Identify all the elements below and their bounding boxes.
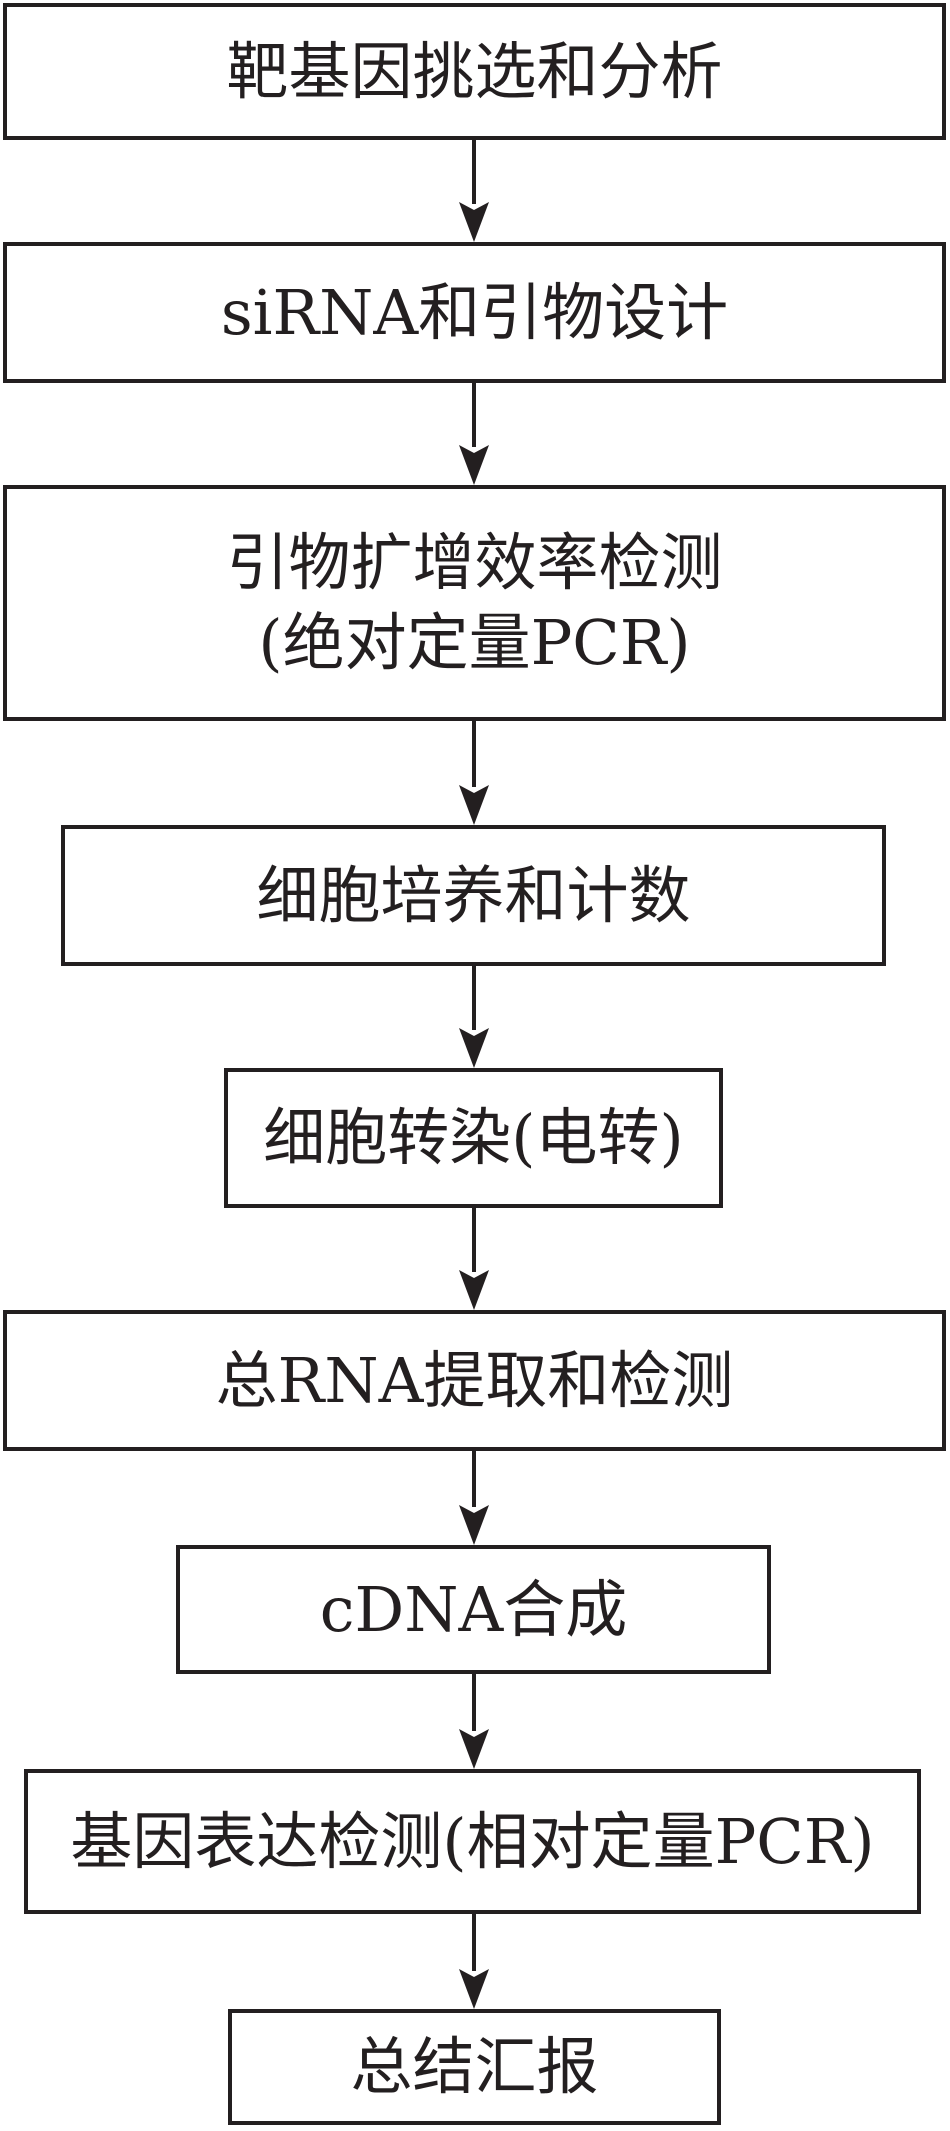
- step-sirna-primer-design: siRNA和引物设计: [3, 242, 946, 383]
- step-cell-transfection: 细胞转染(电转): [224, 1068, 723, 1208]
- step-target-gene-selection: 靶基因挑选和分析: [3, 3, 946, 140]
- step-primer-efficiency-test: 引物扩增效率检测 (绝对定量PCR): [3, 485, 946, 721]
- arrow-5-to-6: [459, 1208, 489, 1310]
- step-label: 靶基因挑选和分析: [226, 34, 723, 108]
- step-label: 总结汇报: [350, 2030, 599, 2103]
- step-label: cDNA合成: [319, 1572, 628, 1646]
- step-label: 基因表达检测(相对定量PCR): [70, 1804, 875, 1878]
- step-sublabel: (绝对定量PCR): [258, 606, 691, 679]
- step-label: 细胞转染(电转): [263, 1101, 684, 1174]
- arrow-2-to-3: [459, 383, 489, 485]
- arrow-7-to-8: [459, 1674, 489, 1769]
- step-label: siRNA和引物设计: [220, 275, 729, 349]
- arrow-3-to-4: [459, 721, 489, 825]
- step-summary-report: 总结汇报: [228, 2009, 721, 2125]
- arrow-4-to-5: [459, 966, 489, 1068]
- arrow-6-to-7: [459, 1451, 489, 1545]
- step-total-rna-extraction: 总RNA提取和检测: [3, 1310, 946, 1451]
- arrow-1-to-2: [459, 140, 489, 242]
- arrow-8-to-9: [459, 1914, 489, 2009]
- step-gene-expression-test: 基因表达检测(相对定量PCR): [24, 1769, 921, 1914]
- step-cell-culture-counting: 细胞培养和计数: [61, 825, 886, 966]
- step-label: 总RNA提取和检测: [215, 1343, 734, 1417]
- step-label: 引物扩增效率检测: [226, 526, 723, 599]
- step-cdna-synthesis: cDNA合成: [176, 1545, 771, 1674]
- step-label: 细胞培养和计数: [256, 858, 691, 932]
